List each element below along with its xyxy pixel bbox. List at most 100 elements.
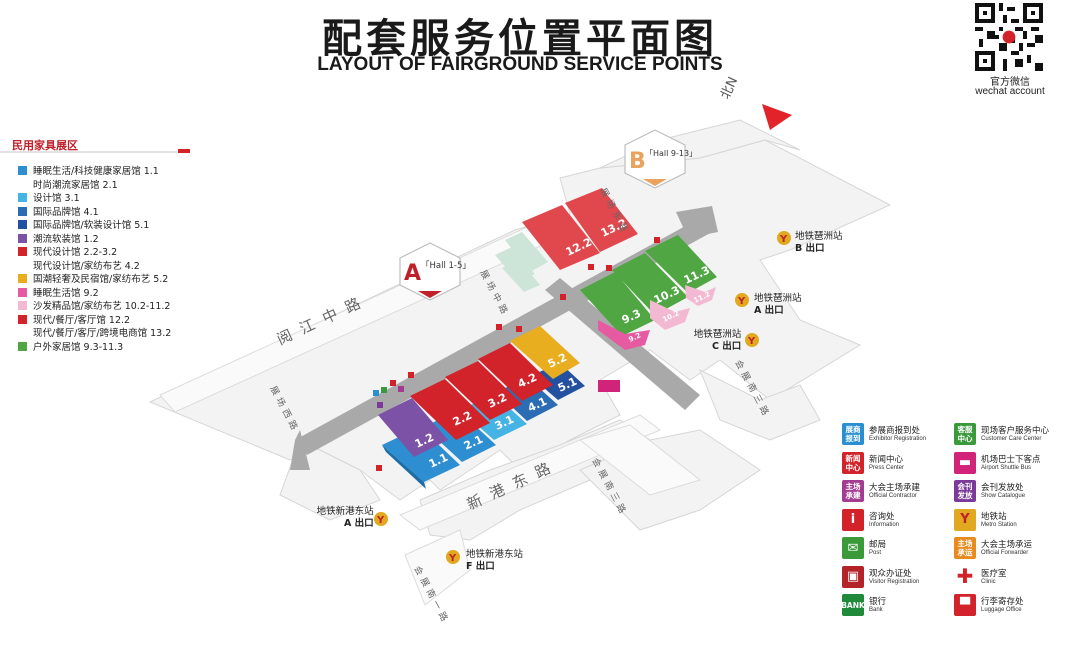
service-label-cn: 观众办证处: [869, 568, 912, 579]
service-icon: 新闻 中心: [842, 451, 864, 474]
hall-5-2[interactable]: [510, 326, 580, 379]
legend-swatch: [18, 314, 27, 324]
legend-item: 睡眠生活馆 9.2: [18, 285, 99, 299]
service-label-en: Visitor Registration: [869, 578, 920, 585]
service-label-cn: 行李寄存处: [981, 597, 1024, 607]
hall-3-2[interactable]: [445, 361, 522, 420]
legend-swatch: [18, 341, 27, 351]
service-label-cn: 大会主场承建: [869, 483, 921, 493]
metro-label-pz-a: 地铁琶洲站 A 出口: [754, 293, 802, 317]
qr-code-icon[interactable]: [975, 3, 1043, 71]
service-label-en: Show Catalogue: [981, 493, 1026, 499]
roads: [159, 211, 702, 606]
legend-item-label: 睡眠生活馆 9.2: [33, 287, 99, 299]
metro-exit: C 出口: [712, 341, 742, 352]
service-label-cn: 大会主场承运: [981, 540, 1033, 550]
legend-item-label: 国际品牌馆 4.1: [33, 206, 99, 218]
hall-9-2[interactable]: [598, 320, 650, 350]
service-icon: 主场 承运: [954, 537, 976, 559]
hall-2-2[interactable]: [410, 379, 490, 440]
legend-item-label: 沙发精品馆/家纺布艺 10.2-11.2: [33, 301, 171, 312]
legend-item-label: 国潮轻奢及民宿馆/家纺布艺 5.2: [33, 274, 169, 285]
legend-swatch: [18, 206, 27, 216]
service-markers: [373, 237, 660, 471]
service-icon: 展商 报到: [842, 423, 864, 445]
service-label-en: Customer Care Center: [981, 436, 1042, 442]
service-icon: Y: [954, 508, 976, 531]
legend-swatch: [18, 166, 27, 175]
service-label-en: Exhibitor Registration: [869, 436, 927, 442]
service-label-en: Information: [869, 521, 900, 528]
service-label-cn: 地铁站: [981, 511, 1007, 522]
legend-item: 现代/餐厅/客厅/跨境电商馆 13.2: [18, 325, 171, 339]
legend-swatch: [18, 193, 27, 202]
service-label-cn: 咨询处: [869, 511, 895, 522]
service-icon: 客服 中心: [954, 423, 976, 445]
svg-text:Y: Y: [747, 336, 756, 347]
legend-item: 国际品牌馆 4.1: [18, 204, 99, 218]
legend-swatch: [18, 247, 27, 256]
hall-13-2[interactable]: [565, 188, 638, 252]
service-icon: BANK: [841, 594, 865, 616]
metro-label-xg-a: 地铁新港东站 A 出口: [314, 506, 374, 530]
service-icon: 主场 承建: [842, 480, 864, 502]
legend-item-label: 现代设计馆/家纺布艺 4.2: [33, 260, 140, 272]
zone-a-marker[interactable]: A 「Hall 1-5」: [399, 242, 471, 301]
page-title: 配套服务位置平面图: [322, 16, 718, 62]
zone-a-letter: A: [404, 261, 421, 286]
hall-10-2[interactable]: [650, 300, 690, 330]
hall-4-2[interactable]: [478, 343, 553, 401]
legend-item: 国际品牌馆/软装设计馆 5.1: [18, 217, 149, 231]
metro-name: 地铁琶洲站: [693, 329, 742, 340]
page-subtitle: LAYOUT OF FAIRGROUND SERVICE POINTS: [317, 54, 723, 75]
legend-header-bar: [0, 149, 190, 153]
legend-swatch: [18, 301, 27, 310]
legend-item: 沙发精品馆/家纺布艺 10.2-11.2: [18, 298, 170, 312]
service-icon: ✚: [954, 565, 976, 588]
service-icon: ▀: [954, 594, 976, 616]
service-label-en: Official Forwarder: [981, 550, 1029, 556]
metro-name: 地铁新港东站: [316, 506, 374, 517]
metro-label-pz-c: 地铁琶洲站 C 出口: [690, 329, 742, 353]
hall-11-2[interactable]: [685, 285, 716, 306]
service-label-cn: 会刊发放处: [981, 483, 1024, 493]
service-label-cn: 参展商报到处: [869, 426, 921, 436]
legend-item-label: 户外家居馆 9.3-11.3: [33, 341, 124, 353]
legend-item-label: 现代/餐厅/客厅馆 12.2: [33, 314, 131, 326]
hall-11-3[interactable]: [645, 235, 717, 293]
metro-name: 地铁琶洲站: [754, 293, 802, 304]
service-label-en: Press Center: [869, 464, 905, 471]
service-icon: i: [842, 508, 864, 531]
metro-name: 地铁新港东站: [466, 549, 524, 560]
svg-text:Y: Y: [376, 515, 385, 526]
service-label-cn: 医疗室: [981, 568, 1007, 579]
service-icon: ✉: [842, 537, 864, 559]
svg-text:Y: Y: [737, 296, 746, 307]
svg-text:Y: Y: [779, 234, 788, 245]
hall-1-2[interactable]: [378, 398, 448, 457]
metro-exit: A 出口: [754, 305, 784, 316]
hall-9-3[interactable]: [580, 272, 655, 336]
zone-b-marker[interactable]: B 「Hall 9-13」: [624, 129, 697, 189]
legend-item: 时尚潮流家居馆 2.1: [18, 177, 118, 191]
legend-item-label: 现代/餐厅/客厅/跨境电商馆 13.2: [33, 328, 172, 339]
service-label-en: Post: [869, 550, 882, 556]
zone-a-label: 「Hall 1-5」: [421, 261, 471, 271]
legend-item-label: 设计馆 3.1: [33, 193, 80, 204]
legend-swatch: [18, 233, 27, 243]
legend-item-label: 潮流软装馆 1.2: [33, 233, 99, 245]
zone-a-halls: [378, 326, 585, 489]
hall-12-2[interactable]: [522, 205, 600, 270]
qr-label-cn: 官方微信: [990, 77, 1030, 88]
legend-item-label: 现代设计馆 2.2-3.2: [33, 247, 118, 258]
service-label-cn: 邮局: [869, 540, 887, 550]
service-icon: ▣: [842, 565, 864, 588]
legend-item: 国潮轻奢及民宿馆/家纺布艺 5.2: [18, 271, 168, 285]
service-label-en: Metro Station: [981, 521, 1017, 528]
service-label-cn: 新闻中心: [869, 454, 904, 465]
hall-5-1[interactable]: [530, 363, 585, 400]
svg-text:Y: Y: [448, 553, 457, 564]
hall-10-3[interactable]: [612, 253, 688, 315]
legend-item-label: 时尚潮流家居馆 2.1: [33, 179, 118, 191]
